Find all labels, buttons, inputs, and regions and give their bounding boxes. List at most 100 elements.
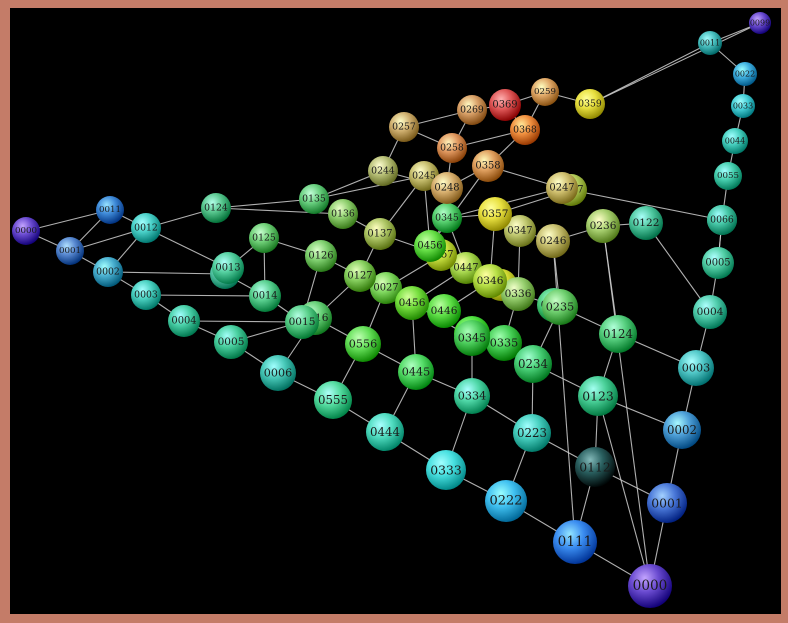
node-sphere [364,218,396,250]
node-label: 0222 [489,494,522,509]
lattice-node: 0248 [431,172,463,204]
lattice-node: 0003 [131,280,161,310]
lattice-node: 0000 [12,217,40,245]
lattice-node: 0257 [389,112,419,142]
lattice-node: 0123 [578,376,618,416]
node-label: 0236 [590,220,617,232]
node-label: 0011 [99,205,121,215]
lattice-node: 0002 [93,257,123,287]
node-label: 0346 [477,275,504,287]
lattice-node: 0011 [698,31,722,55]
lattice-node: 0122 [629,206,663,240]
lattice-node: 0136 [328,199,358,229]
node-label: 0235 [546,301,574,314]
lattice-node: 0246 [536,224,570,258]
node-label: 0013 [215,263,240,274]
node-label: 0136 [331,209,355,220]
lattice-node: 0333 [426,450,466,490]
node-label: 0258 [440,143,464,154]
node-sphere [370,272,402,304]
node-sphere [454,320,490,356]
lattice-node: 0335 [486,325,522,361]
lattice-node: 0345 [432,203,462,233]
lattice-node: 0002 [663,411,701,449]
lattice-node: 0014 [249,280,281,312]
lattice-node: 0125 [249,223,279,253]
node-sphere [366,413,404,451]
node-sphere [749,12,771,34]
lattice-node: 0124 [599,315,637,353]
lattice-node: 0222 [485,480,527,522]
lattice-node: 0005 [702,247,734,279]
node-label: 0027 [373,283,398,294]
node-label: 0002 [96,267,120,278]
lattice-node: 0234 [514,345,552,383]
node-label: 0137 [367,229,392,240]
node-label: 0124 [204,203,228,214]
node-label: 0135 [302,194,326,205]
lattice-node: 0112 [575,447,615,487]
node-label: 0247 [549,183,574,194]
node-sphere [663,411,701,449]
node-label: 0000 [15,226,37,236]
node-sphere [575,447,615,487]
lattice-node: 0001 [647,483,687,523]
node-label: 0345 [435,213,459,224]
node-label: 0333 [430,463,462,478]
node-sphere [212,252,244,284]
node-sphere [93,257,123,287]
node-sphere [426,450,466,490]
node-label: 0003 [134,290,158,301]
node-sphere [432,203,462,233]
node-sphere [368,156,398,186]
node-sphere [575,89,605,119]
node-label: 0044 [725,137,745,146]
lattice-node: 0245 [409,161,439,191]
node-label: 0003 [682,362,710,375]
node-label: 0000 [633,578,668,594]
lattice-edge [602,225,651,587]
node-sphere [454,378,490,414]
node-sphere [501,277,535,311]
lattice-node: 0347 [504,215,536,247]
node-sphere [398,354,434,390]
node-sphere [299,184,329,214]
node-sphere [96,196,124,224]
node-label: 0556 [349,338,377,351]
node-label: 0001 [59,246,81,256]
node-label: 0127 [347,271,372,282]
lattice-node: 0358 [472,150,504,182]
lattice-node: 0126 [305,240,337,272]
lattice-node: 0022 [733,62,757,86]
lattice-node: 0369 [489,89,521,121]
node-label: 0336 [505,288,532,300]
lattice-edge [25,209,111,232]
lattice-node: 0456 [414,230,446,262]
lattice-edge [107,271,226,275]
lattice-node: 0346 [473,264,507,298]
node-label: 0014 [252,291,277,302]
node-sphere [345,326,381,362]
node-sphere [427,294,461,328]
lattice-edge [645,222,711,313]
lattice-edge [429,165,489,247]
node-label: 0245 [412,171,436,182]
node-sphere [731,94,755,118]
node-sphere [314,381,352,419]
node-label: 0244 [371,166,395,177]
node-label: 0359 [578,99,602,110]
lattice-node: 0368 [510,115,540,145]
node-label: 0126 [308,251,333,262]
node-sphere [514,345,552,383]
lattice-node: 0099 [749,12,771,34]
node-sphere [531,78,559,106]
node-label: 0347 [507,226,532,237]
lattice-edge [183,320,303,323]
lattice-node: 0444 [366,413,404,451]
node-sphere [214,325,248,359]
lattice-node: 0269 [457,95,487,125]
lattice-node: 0135 [299,184,329,214]
node-label: 0002 [667,423,697,437]
node-sphere [707,205,737,235]
